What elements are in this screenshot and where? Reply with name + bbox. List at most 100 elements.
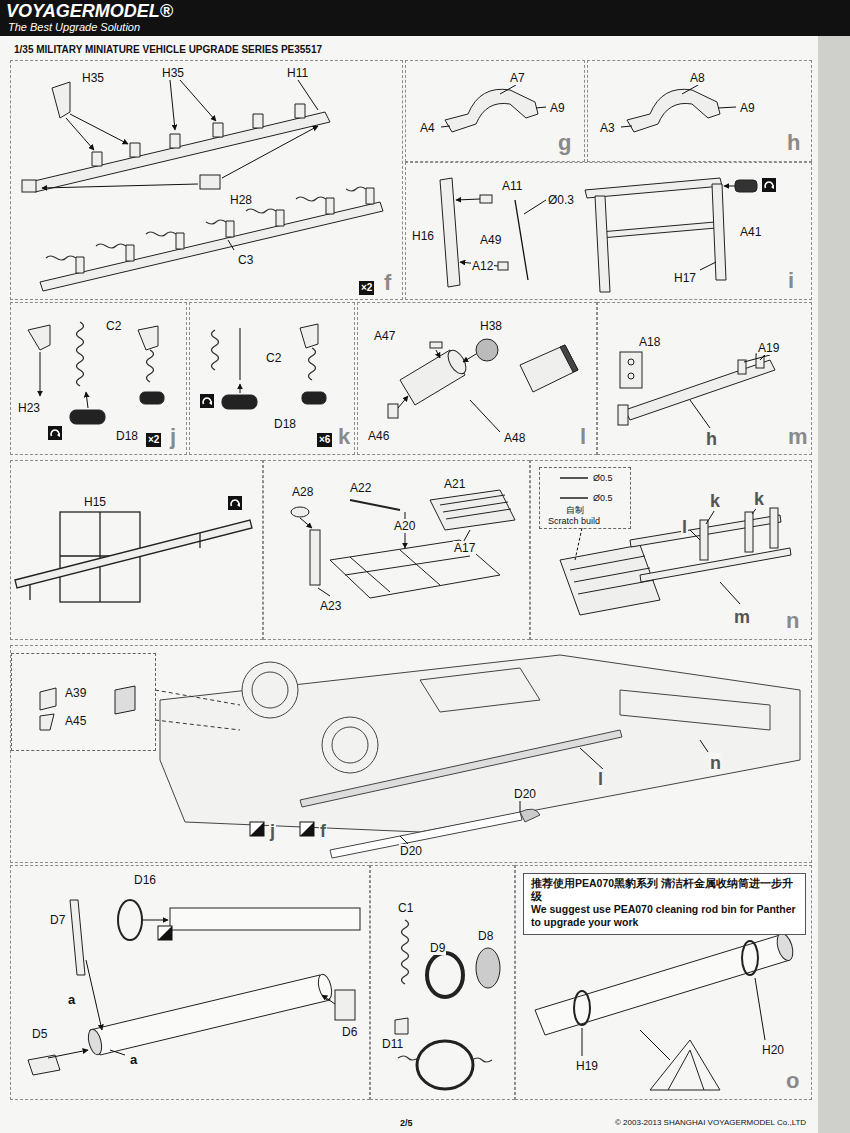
assembly-arrow: [398, 396, 408, 408]
leader-line: [441, 85, 736, 127]
frame-part: [430, 490, 515, 530]
bracket-part: [440, 178, 757, 292]
chain: [212, 330, 219, 370]
tube-part: [335, 990, 355, 1020]
hull-outline: [332, 727, 368, 763]
assembly-arrow: [86, 960, 102, 1030]
bracket-part: [28, 325, 164, 424]
bracket-part: [138, 326, 158, 350]
chain: [402, 920, 409, 984]
frame-part: [440, 495, 511, 519]
rail-part: [176, 233, 184, 249]
step-panel: A8A9A3h: [587, 60, 812, 162]
rail-part: [326, 198, 334, 214]
hull-outline: [322, 717, 378, 773]
assembly-arrow: [298, 80, 318, 110]
hull-outline: [300, 730, 622, 807]
lamp-part: [388, 339, 578, 418]
assembly-arrow: [240, 384, 241, 393]
bracket-part: [222, 395, 257, 409]
part-number: H19: [575, 1059, 599, 1073]
part-number: H20: [761, 1043, 785, 1057]
assembly-arrow: [40, 352, 88, 408]
rail-part: [130, 143, 140, 157]
bracket-part: [480, 195, 492, 203]
bracket-part: [40, 688, 56, 710]
leader-line: [580, 748, 604, 770]
assembly-arrow: [398, 350, 500, 432]
lamp-part: [520, 345, 578, 392]
quantity-tag: ×2: [359, 281, 374, 295]
assembly-arrow: [142, 920, 168, 921]
scratch-rod: [560, 478, 588, 498]
step-panel: nljfD20D20A39A45: [10, 645, 812, 863]
step-panel: A28A22A20A21A17A23: [263, 460, 530, 640]
chain: [296, 197, 326, 201]
assembly-part: [640, 548, 791, 582]
rail-part: [276, 210, 284, 226]
leader-line: [755, 978, 765, 1040]
part-number: D8: [477, 929, 494, 943]
part-number: A48: [503, 431, 526, 445]
assembly-arrow: [318, 588, 330, 596]
part-number: A3: [599, 121, 616, 135]
rail-part: [126, 245, 134, 261]
bracket-part: [40, 714, 54, 730]
assembly-arrow: [228, 240, 234, 250]
leader-line: [155, 690, 240, 730]
chain: [239, 328, 240, 380]
step-panel: H35H35H11H28C3×2f: [10, 60, 403, 300]
part-number: D9: [429, 941, 446, 955]
frame-part: [15, 520, 252, 588]
assembly-arrow: [524, 200, 546, 214]
series-title: 1/35 MILITARY MINIATURE VEHICLE UPGRADE …: [14, 44, 322, 56]
frame-part: [30, 533, 200, 600]
step-panel: D16D7aD5aD6: [10, 865, 370, 1100]
step-letter: n: [785, 609, 800, 633]
part-number: C3: [237, 253, 254, 267]
tube-part: [668, 1050, 704, 1090]
leader-line: [575, 528, 582, 560]
mount-part: [618, 352, 775, 425]
lamp-part: [430, 342, 442, 348]
ring-part: [395, 948, 500, 1089]
assembly-arrow: [300, 512, 470, 596]
assembly-arrow: [700, 262, 716, 270]
frame-part: [291, 507, 309, 517]
leader-line: [441, 126, 450, 127]
alignment-mark: a: [67, 993, 76, 1007]
tube-part: [70, 900, 85, 975]
part-number: Ø0.3: [547, 193, 575, 207]
note-text: We suggest use PEA070 cleaning rod bin f…: [530, 903, 799, 929]
chain: [398, 1056, 418, 1060]
rail-part: [213, 123, 223, 137]
mount-part: [756, 354, 764, 368]
step-letter: l: [579, 425, 587, 449]
assembly-arrow: [42, 184, 198, 188]
assembly-arrow: [436, 350, 440, 358]
ring-part: [476, 948, 500, 988]
bracket-part: [595, 196, 610, 292]
assembly-arrow: [300, 518, 312, 528]
step-letter: o: [785, 1069, 800, 1093]
part-number: H15: [83, 495, 107, 509]
hull-outline: [160, 655, 800, 858]
clamp-part: [627, 89, 720, 132]
chain: [212, 328, 316, 380]
ring-part: [417, 1041, 473, 1089]
leader-line: [155, 690, 240, 705]
bracket-part: [40, 686, 135, 730]
step-panel: C1D9D8D11: [370, 865, 515, 1100]
part-number: A20: [393, 519, 416, 533]
chain: [206, 220, 226, 224]
bracket-part: [222, 324, 326, 409]
part-number: H38: [479, 319, 503, 333]
chain: [346, 187, 366, 191]
assembly-illustration: [48, 426, 62, 440]
step-reference: j: [269, 821, 276, 841]
assembly-illustration: [158, 926, 172, 940]
assembly-arrow: [70, 114, 128, 144]
rail-part: [40, 202, 383, 291]
leader-line: [640, 1030, 670, 1060]
